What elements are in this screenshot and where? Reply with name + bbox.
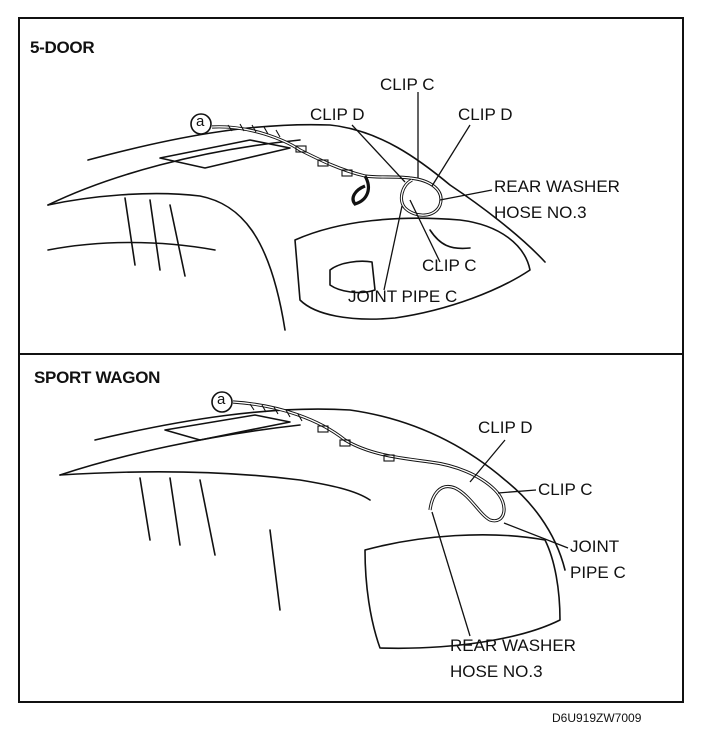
five-door-clip-d-left-label: CLIP D xyxy=(310,105,365,124)
panel-divider xyxy=(18,353,684,355)
five-door-rear-washer-hose-label-line2: HOSE NO.3 xyxy=(494,203,587,222)
figure-code: D6U919ZW7009 xyxy=(552,711,642,725)
sport-wagon-marker-a: a xyxy=(217,391,226,408)
sport-wagon-washer-hose xyxy=(232,400,506,523)
five-door-joint-pipe-c-label: JOINT PIPE C xyxy=(348,287,458,306)
sport-wagon-rear-washer-hose-label-line1: REAR WASHER xyxy=(450,636,576,655)
sport-wagon-clip-c-label: CLIP C xyxy=(538,480,593,499)
sport-wagon-heading: SPORT WAGON xyxy=(34,368,161,387)
sport-wagon-car-outline xyxy=(59,408,566,650)
five-door-heading: 5-DOOR xyxy=(30,38,95,57)
five-door-clip-c-top-label: CLIP C xyxy=(380,75,435,94)
sport-wagon-joint-pipe-label-line1: JOINT xyxy=(570,537,620,556)
five-door-clip-d-right-label: CLIP D xyxy=(458,105,513,124)
five-door-marker-a: a xyxy=(196,113,205,130)
sport-wagon-rear-washer-hose-label-line2: HOSE NO.3 xyxy=(450,662,543,681)
five-door-washer-hose xyxy=(211,123,443,217)
five-door-clip-c-bottom-label: CLIP C xyxy=(422,256,477,275)
sport-wagon-marker-a-icon xyxy=(211,391,233,413)
five-door-rear-washer-hose-label-line1: REAR WASHER xyxy=(494,177,620,196)
five-door-car-outline xyxy=(47,123,546,331)
sport-wagon-clip-d-label: CLIP D xyxy=(478,418,533,437)
diagram-frame xyxy=(18,17,684,703)
five-door-marker-a-icon xyxy=(190,113,212,135)
sport-wagon-joint-pipe-label-line2: PIPE C xyxy=(570,563,626,582)
five-door-leader-lines xyxy=(351,92,493,291)
sport-wagon-leader-lines xyxy=(431,439,569,637)
